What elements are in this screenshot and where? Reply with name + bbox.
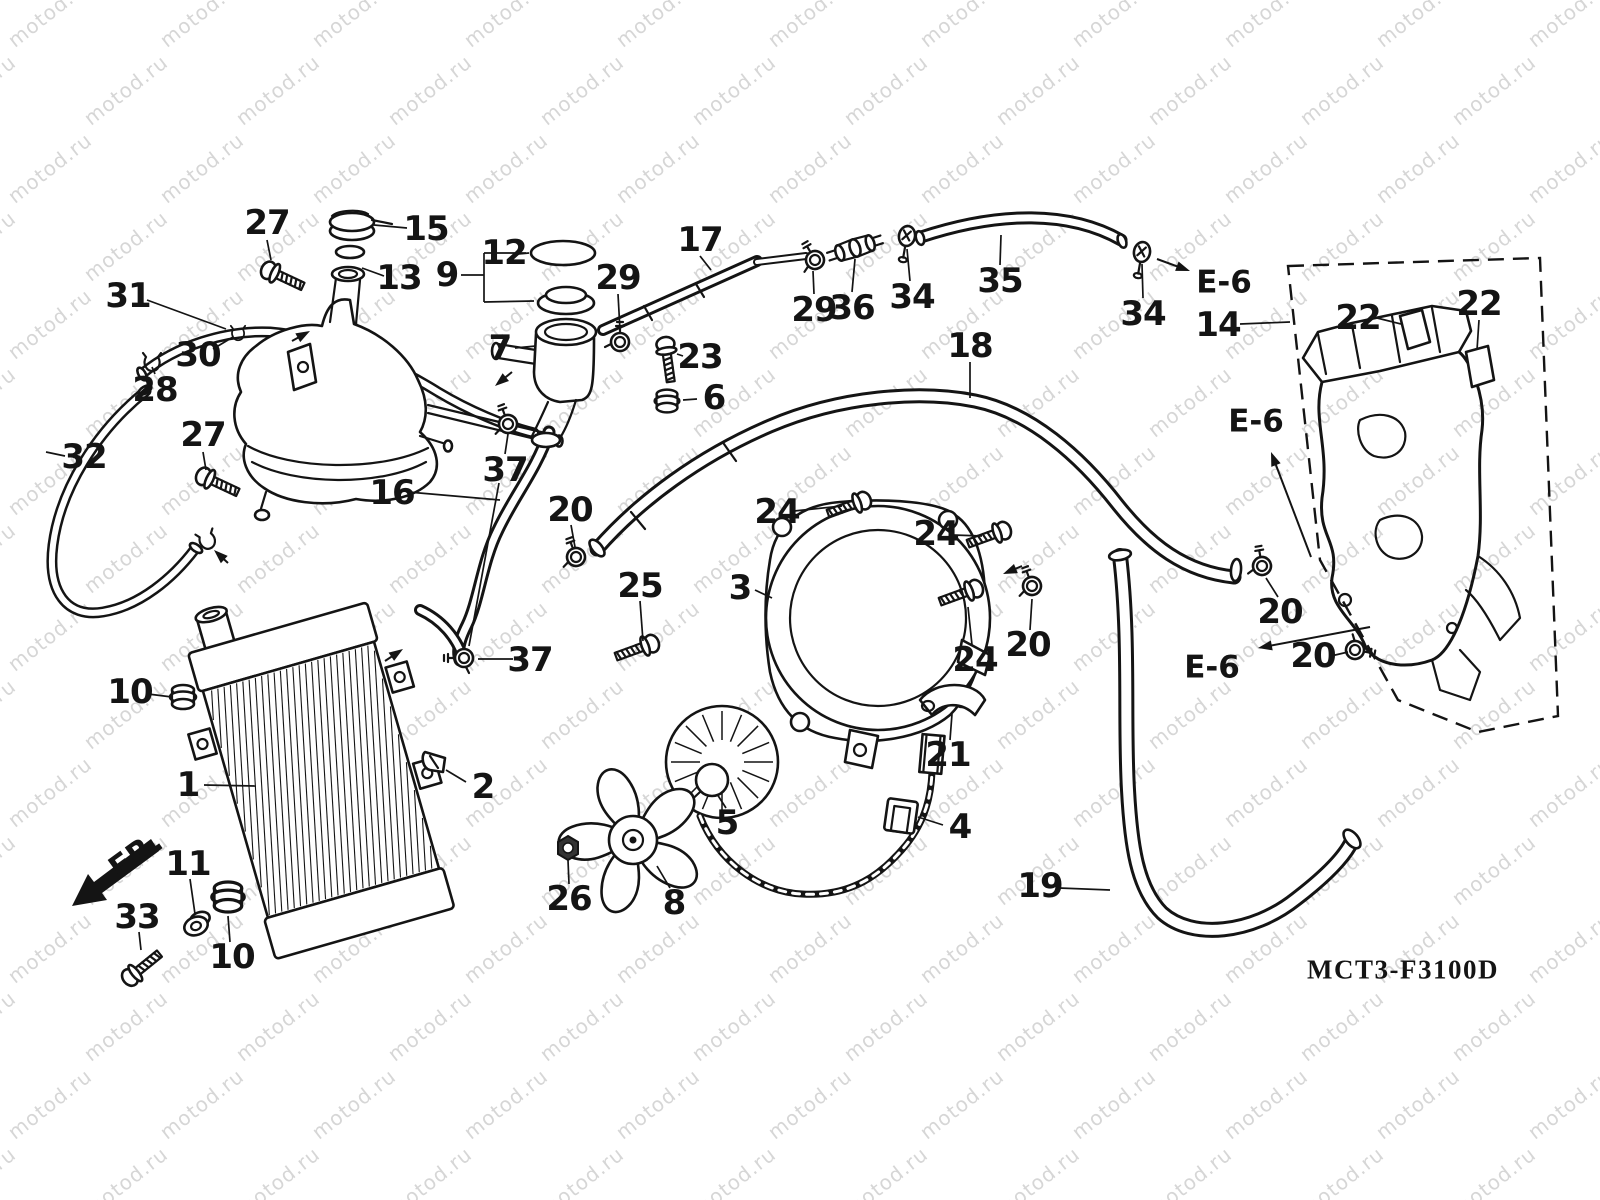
part-callout-24: 24: [952, 640, 998, 680]
part-callout-29: 29: [595, 258, 641, 298]
part-callout-23: 23: [677, 337, 723, 377]
part-callout-28: 28: [132, 370, 178, 410]
part-callout-25: 25: [617, 566, 663, 606]
part-callout-20: 20: [547, 490, 593, 530]
part-callout-37: 37: [482, 450, 528, 490]
part-callout-8: 8: [662, 883, 687, 923]
drawing-code: MCT3-F3100D: [1307, 954, 1499, 985]
part-callout-15: 15: [403, 209, 449, 249]
part-callout-20: 20: [1005, 625, 1051, 665]
section-ref-label: E-6: [1196, 264, 1252, 301]
section-ref-label: E-6: [1228, 403, 1284, 440]
part-callout-20: 20: [1290, 636, 1336, 676]
part-callout-9: 9: [435, 255, 460, 295]
part-callout-31: 31: [105, 276, 151, 316]
part-callout-24: 24: [913, 514, 959, 554]
part-callout-12: 12: [481, 233, 527, 273]
part-callout-17: 17: [677, 220, 723, 260]
section-ref-label: E-6: [1184, 649, 1240, 686]
part-callout-1: 1: [176, 765, 201, 805]
part-callout-5: 5: [715, 803, 740, 843]
part-callout-6: 6: [702, 378, 727, 418]
part-callout-34: 34: [1120, 294, 1166, 334]
part-callout-26: 26: [546, 879, 592, 919]
part-callout-24: 24: [754, 492, 800, 532]
part-callout-37: 37: [507, 640, 553, 680]
part-callout-35: 35: [977, 261, 1023, 301]
part-callout-13: 13: [376, 258, 422, 298]
part-callout-3: 3: [728, 568, 753, 608]
part-callout-4: 4: [948, 807, 973, 847]
part-callout-22: 22: [1456, 284, 1502, 324]
part-callout-18: 18: [947, 326, 993, 366]
part-callout-11: 11: [165, 844, 211, 884]
part-callout-30: 30: [175, 335, 221, 375]
part-callout-10: 10: [107, 672, 153, 712]
part-callout-22: 22: [1335, 298, 1381, 338]
part-callout-27: 27: [244, 203, 290, 243]
part-callout-29: 29: [791, 290, 837, 330]
part-callout-32: 32: [61, 437, 107, 477]
part-callout-16: 16: [369, 473, 415, 513]
part-callout-34: 34: [889, 277, 935, 317]
part-callout-14: 14: [1195, 305, 1241, 345]
part-callout-27: 27: [180, 415, 226, 455]
part-callout-33: 33: [114, 897, 160, 937]
part-callout-36: 36: [829, 288, 875, 328]
part-callout-21: 21: [925, 735, 971, 775]
part-callout-19: 19: [1017, 866, 1063, 906]
front-direction-label: FR.: [102, 823, 170, 887]
part-callout-10: 10: [209, 937, 255, 977]
part-callout-20: 20: [1257, 592, 1303, 632]
part-callout-7: 7: [488, 328, 513, 368]
part-callout-2: 2: [471, 767, 496, 807]
